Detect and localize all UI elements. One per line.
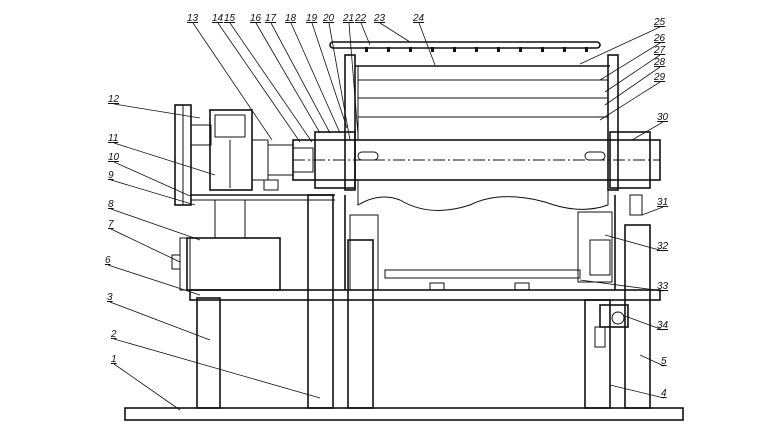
callout-label-30: 30: [657, 112, 669, 123]
nozzle: [431, 47, 434, 52]
motor-housing: [171, 200, 281, 291]
callout-label-12: 12: [108, 94, 120, 105]
frame-legs: [196, 194, 651, 409]
table-frame: [189, 194, 661, 301]
leader-line-21: [348, 22, 359, 136]
leader-line-8: [110, 208, 201, 241]
callout-label-21: 21: [342, 13, 354, 24]
callout-label-32: 32: [657, 241, 669, 252]
leader-line-25: [579, 26, 661, 65]
base-plate: [124, 407, 684, 421]
callout-label-14: 14: [212, 13, 224, 24]
leader-line-5: [639, 354, 665, 367]
callout-label-34: 34: [657, 320, 669, 331]
leader-line-19: [311, 22, 348, 129]
leader-line-9: [110, 179, 196, 206]
leader-line-18: [290, 22, 341, 134]
callout-label-8: 8: [108, 199, 114, 210]
leader-line-26: [599, 42, 661, 81]
callout-label-33: 33: [657, 281, 669, 292]
callout-label-9: 9: [108, 170, 114, 181]
callout-label-17: 17: [265, 13, 277, 24]
leader-line-28: [604, 66, 661, 106]
nozzle: [585, 47, 588, 52]
nozzle: [453, 47, 456, 52]
leader-line-22: [360, 22, 371, 46]
leader-line-1: [113, 363, 181, 411]
leader-line-29: [599, 81, 661, 121]
leader-line-13: [192, 22, 273, 141]
callout-label-20: 20: [322, 13, 335, 24]
leader-line-14: [217, 22, 301, 143]
callout-label-11: 11: [108, 133, 118, 144]
leader-line-23: [379, 22, 411, 43]
nozzle: [497, 47, 500, 52]
nozzle: [409, 47, 412, 52]
callout-label-16: 16: [250, 13, 262, 24]
leader-line-32: [604, 234, 664, 252]
callout-label-18: 18: [285, 13, 297, 24]
nozzle: [365, 47, 368, 52]
callout-label-1: 1: [111, 354, 117, 365]
drum: [344, 54, 619, 211]
leader-line-15: [229, 22, 313, 143]
drive-pulley: [174, 104, 212, 206]
leader-line-2: [113, 338, 321, 399]
callout-label-5: 5: [661, 356, 667, 367]
leader-line-20: [328, 22, 351, 141]
callout-label-24: 24: [412, 13, 425, 24]
callout-label-31: 31: [657, 197, 668, 208]
leader-line-31: [641, 206, 664, 216]
leader-line-6: [107, 264, 201, 296]
callout-label-28: 28: [653, 57, 666, 68]
leader-line-11: [113, 142, 216, 176]
pump: [594, 194, 643, 348]
leader-line-16: [255, 22, 321, 134]
callout-label-25: 25: [653, 17, 666, 28]
callout-label-3: 3: [107, 292, 113, 303]
callout-label-23: 23: [373, 13, 386, 24]
callout-label-6: 6: [105, 255, 111, 266]
gear-motor: [209, 109, 294, 191]
leader-line-17: [270, 22, 331, 134]
callout-label-27: 27: [653, 45, 666, 56]
callout-label-2: 2: [110, 329, 117, 340]
leader-line-10: [113, 161, 191, 197]
callout-label-29: 29: [653, 72, 666, 83]
nozzle: [387, 47, 390, 52]
callout-label-10: 10: [108, 152, 120, 163]
leader-line-34: [624, 315, 664, 331]
leader-line-4: [609, 384, 665, 399]
callout-label-26: 26: [653, 33, 666, 44]
nozzle: [541, 47, 544, 52]
callout-label-4: 4: [661, 388, 667, 399]
spray-pipe: [329, 41, 601, 52]
leader-line-3: [109, 301, 211, 341]
callout-label-19: 19: [306, 13, 318, 24]
leader-line-30: [631, 121, 664, 141]
leader-line-12: [113, 103, 201, 119]
leader-line-33: [579, 279, 664, 292]
callout-label-15: 15: [224, 13, 236, 24]
callout-label-13: 13: [187, 13, 199, 24]
leader-line-24: [418, 22, 436, 66]
nozzle: [563, 47, 566, 52]
leader-line-27: [604, 54, 661, 93]
nozzle: [475, 47, 478, 52]
callout-label-7: 7: [108, 219, 114, 230]
callout-label-22: 22: [354, 13, 367, 24]
nozzle: [519, 47, 522, 52]
leader-line-7: [110, 228, 181, 263]
